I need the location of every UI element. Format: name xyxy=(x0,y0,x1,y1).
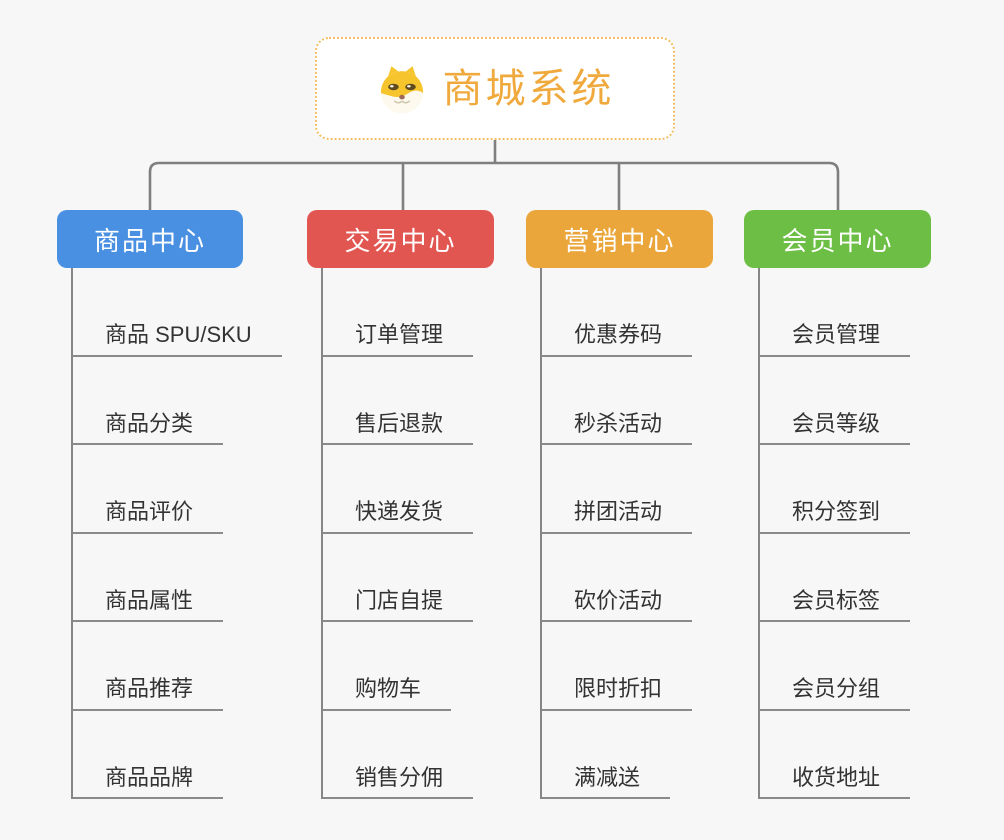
branch-topic-member-center[interactable]: 会员中心 xyxy=(744,210,931,268)
sub-topic-label: 快递发货 xyxy=(355,499,444,524)
sub-topic[interactable]: 订单管理 xyxy=(323,268,474,357)
sub-topic[interactable]: 满减送 xyxy=(542,711,671,799)
sub-topic[interactable]: 会员分组 xyxy=(760,622,911,711)
branch-topic-trade-center[interactable]: 交易中心 xyxy=(307,210,494,268)
sub-topic[interactable]: 会员标签 xyxy=(760,534,911,622)
sub-topic-label: 拼团活动 xyxy=(574,499,663,524)
sub-topic-label: 会员标签 xyxy=(792,587,881,613)
sub-topic-label: 商品属性 xyxy=(105,587,194,613)
branch-children-group: 优惠券码 秒杀活动 拼团活动 砍价活动 限时折扣 满减送 xyxy=(540,268,693,799)
branch-topic-label: 交易中心 xyxy=(344,225,457,256)
sub-topic-label: 会员管理 xyxy=(792,322,881,347)
sub-topic[interactable]: 快递发货 xyxy=(323,445,474,534)
sub-topic[interactable]: 会员等级 xyxy=(760,357,911,445)
branch-topic-marketing-center[interactable]: 营销中心 xyxy=(526,210,713,268)
sub-topic-label: 购物车 xyxy=(355,676,422,701)
sub-topic-label: 商品分类 xyxy=(105,410,194,436)
sub-topic-label: 砍价活动 xyxy=(574,587,663,613)
branch-children-group: 商品 SPU/SKU 商品分类 商品评价 商品属性 商品推荐 商品品牌 xyxy=(71,268,282,799)
sub-topic-label: 门店自提 xyxy=(355,587,444,613)
sub-topic[interactable]: 商品属性 xyxy=(73,534,224,622)
sub-topic[interactable]: 商品品牌 xyxy=(73,711,224,799)
sub-topic[interactable]: 门店自提 xyxy=(323,534,474,622)
sub-topic[interactable]: 商品分类 xyxy=(73,357,224,445)
sub-topic[interactable]: 商品评价 xyxy=(73,445,224,534)
sub-topic[interactable]: 砍价活动 xyxy=(542,534,693,622)
sub-topic-label: 优惠券码 xyxy=(574,322,663,347)
sub-topic-label: 限时折扣 xyxy=(574,676,663,701)
sub-topic[interactable]: 优惠券码 xyxy=(542,268,693,357)
sub-topic[interactable]: 收货地址 xyxy=(760,711,911,799)
branch-children-group: 会员管理 会员等级 积分签到 会员标签 会员分组 收货地址 xyxy=(758,268,911,799)
branch-children-group: 订单管理 售后退款 快递发货 门店自提 购物车 销售分佣 xyxy=(321,268,474,799)
sub-topic-label: 商品推荐 xyxy=(105,676,194,701)
sub-topic-label: 会员分组 xyxy=(792,676,881,701)
sub-topic[interactable]: 会员管理 xyxy=(760,268,911,357)
sub-topic-label: 售后退款 xyxy=(355,410,444,436)
sub-topic[interactable]: 售后退款 xyxy=(323,357,474,445)
sub-topic-label: 满减送 xyxy=(574,764,641,790)
root-topic[interactable]: 商城系统 xyxy=(315,37,675,140)
sub-topic-label: 商品 SPU/SKU xyxy=(105,322,252,347)
branch-topic-product-center[interactable]: 商品中心 xyxy=(57,210,243,268)
sub-topic-label: 销售分佣 xyxy=(355,764,444,790)
sub-topic-label: 秒杀活动 xyxy=(574,410,663,436)
dog-face-icon xyxy=(376,63,428,115)
branch-rail-line xyxy=(148,161,840,210)
sub-topic[interactable]: 商品推荐 xyxy=(73,622,224,711)
sub-topic-label: 订单管理 xyxy=(355,322,444,347)
sub-topic[interactable]: 积分签到 xyxy=(760,445,911,534)
sub-topic[interactable]: 购物车 xyxy=(323,622,452,711)
sub-topic[interactable]: 拼团活动 xyxy=(542,445,693,534)
sub-topic-label: 商品评价 xyxy=(105,499,194,524)
branch-topic-label: 会员中心 xyxy=(781,225,894,256)
sub-topic-label: 收货地址 xyxy=(792,764,881,790)
sub-topic[interactable]: 销售分佣 xyxy=(323,711,474,799)
sub-topic-label: 会员等级 xyxy=(792,410,881,436)
sub-topic[interactable]: 秒杀活动 xyxy=(542,357,693,445)
sub-topic[interactable]: 商品 SPU/SKU xyxy=(73,268,282,357)
branch-topic-label: 营销中心 xyxy=(563,225,676,256)
root-topic-title: 商城系统 xyxy=(442,66,615,111)
sub-topic-label: 积分签到 xyxy=(792,499,881,524)
branch-topic-label: 商品中心 xyxy=(93,225,206,256)
sub-topic[interactable]: 限时折扣 xyxy=(542,622,693,711)
sub-topic-label: 商品品牌 xyxy=(105,764,194,790)
